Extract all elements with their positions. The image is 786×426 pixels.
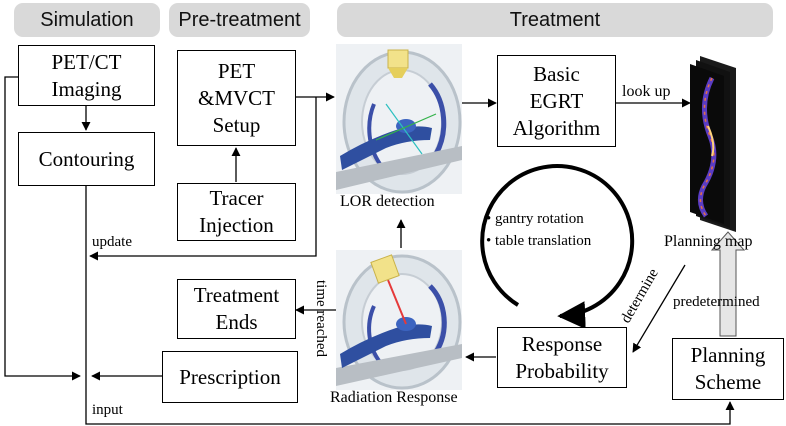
phase-treatment: Treatment: [337, 3, 773, 37]
lor-detection-illustration: [336, 44, 462, 194]
tracer-line-2: Injection: [199, 213, 274, 237]
radiation-response-illustration: [336, 250, 462, 390]
contouring-box: Contouring: [18, 132, 155, 186]
update-label: update: [92, 234, 132, 250]
pet-ct-imaging-box: PET/CT Imaging: [18, 45, 155, 106]
response-line-1: Response: [521, 331, 603, 356]
prescription-box: Prescription: [162, 351, 298, 403]
cycle-item-gantry: gantry rotation: [495, 211, 584, 227]
planning-scheme-box: Planning Scheme: [672, 338, 784, 400]
egrt-algorithm-box: Basic EGRT Algorithm: [497, 55, 616, 147]
egrt-line-2: EGRT: [529, 88, 584, 113]
treatment-ends-line-2: Ends: [215, 310, 258, 334]
planning-map-illustration: [690, 56, 736, 232]
pet-mvct-line-2: &MVCT: [197, 85, 275, 110]
planning-scheme-line-2: Scheme: [694, 370, 762, 394]
response-probability-box: Response Probability: [497, 327, 627, 388]
treatment-ends-line-1: Treatment: [193, 283, 280, 307]
phase-pretreatment: Pre-treatment: [169, 3, 310, 37]
tracer-line-1: Tracer: [209, 186, 264, 210]
egrt-line-1: Basic: [533, 61, 580, 86]
contouring-label: Contouring: [38, 146, 135, 171]
look-up-label: look up: [622, 83, 671, 100]
cycle-bullet-item: • table translation: [486, 233, 592, 249]
pet-ct-line-2: Imaging: [51, 76, 122, 101]
prescription-label: Prescription: [179, 364, 281, 389]
pet-ct-line-1: PET/CT: [51, 49, 122, 74]
pet-mvct-line-3: Setup: [212, 112, 261, 137]
planning-map-label: Planning map: [664, 233, 753, 250]
cycle-bullet-item: • gantry rotation: [486, 211, 584, 227]
treatment-ends-box: Treatment Ends: [177, 279, 296, 339]
cycle-bullet-list: • gantry rotation • table translation: [486, 208, 591, 252]
egrt-line-3: Algorithm: [512, 115, 601, 140]
tracer-injection-box: Tracer Injection: [177, 183, 296, 241]
pet-mvct-line-1: PET: [217, 58, 256, 83]
time-reached-label: time reached: [313, 280, 329, 358]
cycle-item-table: table translation: [495, 233, 592, 249]
response-line-2: Probability: [515, 358, 609, 383]
predetermined-label: predetermined: [673, 294, 760, 310]
input-label: input: [92, 402, 123, 418]
planning-scheme-line-1: Planning: [690, 343, 766, 367]
pet-mvct-setup-box: PET &MVCT Setup: [177, 50, 296, 146]
lor-detection-label: LOR detection: [340, 193, 435, 210]
phase-simulation: Simulation: [14, 3, 160, 37]
radiation-response-label: Radiation Response: [330, 389, 458, 406]
